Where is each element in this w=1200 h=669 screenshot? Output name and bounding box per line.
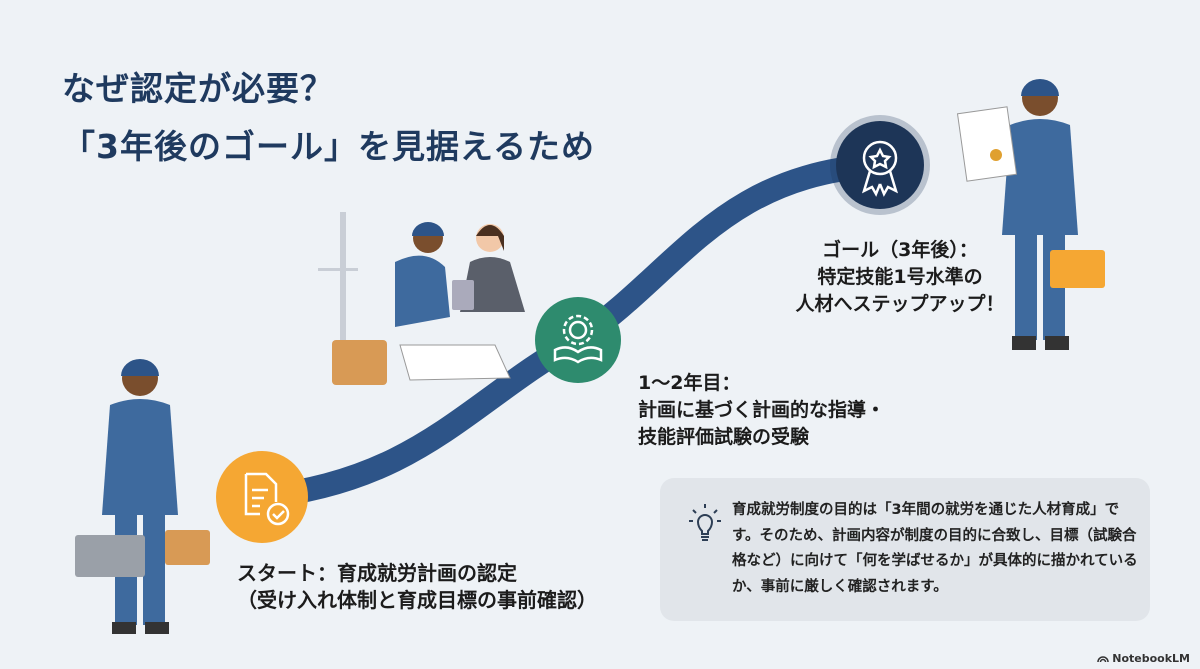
award-ribbon-icon: [861, 140, 899, 197]
step-goal-circle: [830, 115, 930, 215]
gear-book-icon: [553, 314, 603, 364]
start-label-line: スタート：育成就労計画の認定: [237, 561, 517, 585]
worker-start-illustration: [75, 359, 210, 634]
info-text: 育成就労制度の目的は「3年間の就労を通じた人材育成」です。そのため、計画内容が制…: [732, 502, 1138, 595]
start-label: スタート：育成就労計画の認定 （受け入れ体制と育成目標の事前確認）: [237, 560, 597, 614]
step-mid-circle: [535, 297, 621, 383]
goal-label-line: 人材へステップアップ！: [795, 293, 1005, 315]
goal-label: ゴール（3年後）： 特定技能1号水準の 人材へステップアップ！: [760, 237, 1040, 318]
mid-label-line: 1～2年目：: [638, 372, 741, 394]
notebooklm-watermark: NotebookLM: [1097, 652, 1190, 665]
title-line-2: 「3年後のゴール」を見据えるため: [62, 127, 595, 166]
step-start-circle: [216, 451, 308, 543]
worker-and-manager-illustration: [318, 212, 525, 385]
brand-label: NotebookLM: [1112, 652, 1190, 665]
mid-label: 1～2年目： 計画に基づく計画的な指導・ 技能評価試験の受験: [638, 370, 885, 451]
goal-label-line: ゴール（3年後）：: [822, 239, 978, 261]
goal-label-line: 特定技能1号水準の: [817, 266, 983, 288]
title-line-1: なぜ認定が必要？: [62, 69, 334, 108]
worker-goal-illustration: [956, 79, 1105, 350]
document-check-icon: [244, 472, 290, 526]
info-box: 育成就労制度の目的は「3年間の就労を通じた人材育成」です。そのため、計画内容が制…: [660, 478, 1150, 621]
lightbulb-icon: [689, 504, 721, 541]
mid-label-line: 計画に基づく計画的な指導・: [638, 399, 886, 421]
start-label-line: （受け入れ体制と育成目標の事前確認）: [237, 588, 597, 612]
notebooklm-logo-icon: [1097, 656, 1109, 663]
mid-label-line: 技能評価試験の受験: [638, 426, 810, 448]
page-title: なぜ認定が必要？ 「3年後のゴール」を見据えるため: [62, 60, 595, 176]
